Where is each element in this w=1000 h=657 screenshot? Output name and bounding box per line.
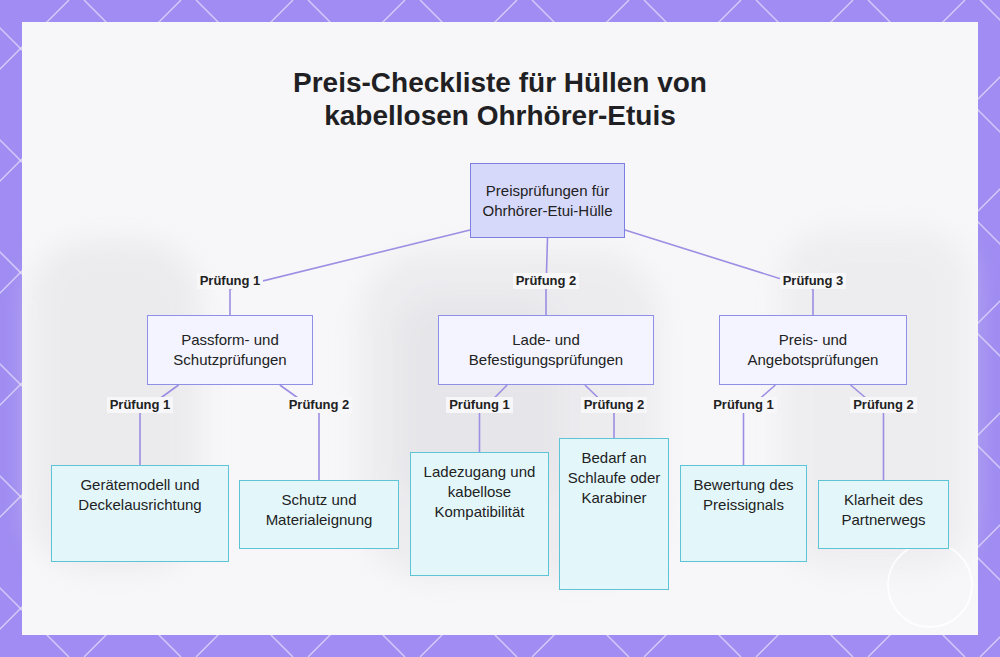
node-text: Klarheit des Partnerwegs xyxy=(825,490,942,530)
edge-label: Prüfung 2 xyxy=(513,273,580,289)
check-box: Schutz und Materialeignung xyxy=(239,480,399,549)
node-text: Lade- und Befestigungsprüfungen xyxy=(447,330,645,370)
check-box: Bedarf an Schlaufe oder Karabiner xyxy=(559,438,669,590)
edge-label: Prüfung 2 xyxy=(581,397,648,413)
node-text: Bewertung des Preissignals xyxy=(687,475,800,515)
logo-mark xyxy=(888,543,972,627)
node-text: Passform- und Schutzprüfungen xyxy=(156,330,304,370)
connector xyxy=(230,230,470,315)
node-text: Preis- und Angebotsprüfungen xyxy=(728,330,898,370)
check-box: Ladezugang und kabellose Kompatibilität xyxy=(410,452,549,576)
diagram-title: Preis-Checkliste für Hüllen von kabellos… xyxy=(220,66,780,132)
edge-label: Prüfung 1 xyxy=(107,397,174,413)
check-box: Bewertung des Preissignals xyxy=(680,465,807,562)
edge-label: Prüfung 1 xyxy=(710,397,777,413)
edge-label: Prüfung 1 xyxy=(197,273,264,289)
node-text: Ladezugang und kabellose Kompatibilität xyxy=(417,462,542,522)
category-box: Preis- und Angebotsprüfungen xyxy=(719,315,907,385)
node-text: Preisprüfungen für Ohrhörer-Etui-Hülle xyxy=(479,181,616,221)
faded-photo xyxy=(30,230,970,580)
panel xyxy=(22,22,978,635)
node-text: Bedarf an Schlaufe oder Karabiner xyxy=(566,448,662,508)
check-box: Klarheit des Partnerwegs xyxy=(818,480,949,549)
category-box: Passform- und Schutzprüfungen xyxy=(147,315,313,385)
edge-label: Prüfung 2 xyxy=(286,397,353,413)
connector xyxy=(480,385,508,452)
category-box: Lade- und Befestigungsprüfungen xyxy=(438,315,654,385)
node-text: Gerätemodell und Deckelausrichtung xyxy=(58,475,222,515)
node-text: Schutz und Materialeignung xyxy=(246,490,392,530)
edge-label: Prüfung 1 xyxy=(446,397,513,413)
root-box: Preisprüfungen für Ohrhörer-Etui-Hülle xyxy=(470,163,625,238)
check-box: Gerätemodell und Deckelausrichtung xyxy=(51,465,229,562)
edge-label: Prüfung 3 xyxy=(780,273,847,289)
edge-label: Prüfung 2 xyxy=(850,397,917,413)
